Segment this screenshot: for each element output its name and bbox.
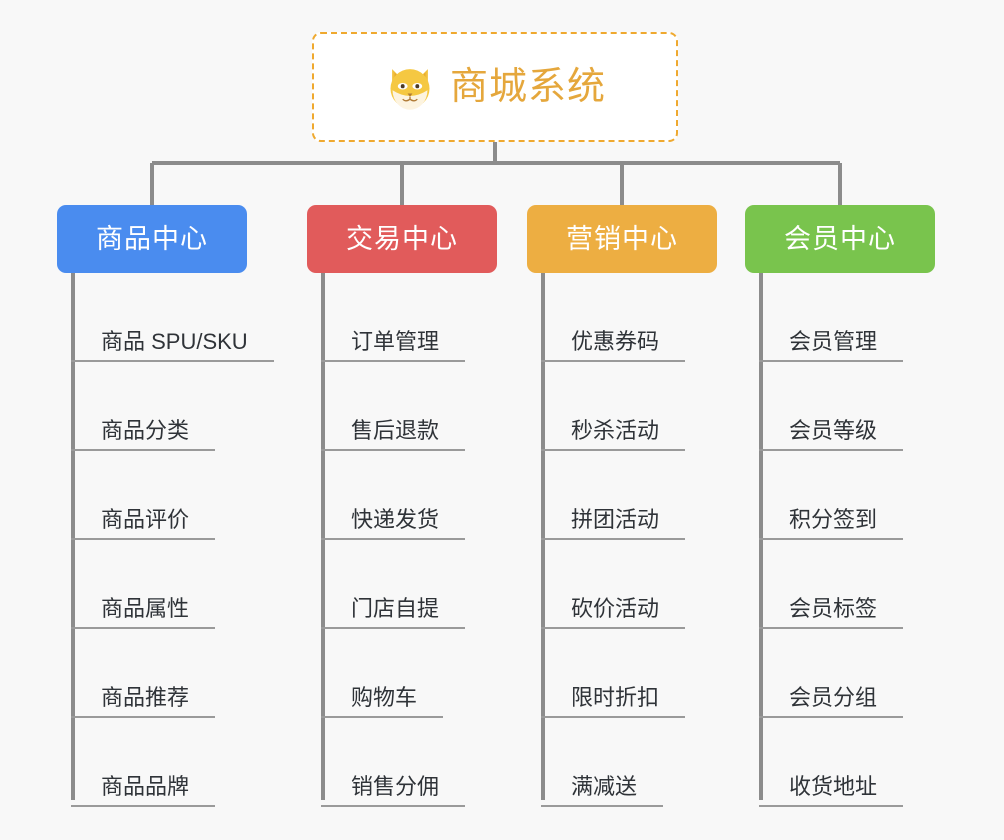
leaf-underline: 限时折扣: [541, 684, 686, 718]
leaf-underline: 商品推荐: [71, 684, 216, 718]
leaf-item[interactable]: 订单管理: [321, 273, 466, 362]
leaf-item[interactable]: 商品评价: [71, 451, 274, 540]
leaf-label: 门店自提: [351, 595, 440, 621]
leaf-label: 会员分组: [789, 684, 878, 710]
leaf-item[interactable]: 商品推荐: [71, 629, 274, 718]
leaf-item[interactable]: 会员等级: [759, 362, 904, 451]
category-box-3[interactable]: 营销中心: [527, 205, 717, 273]
shiba-dog-face-icon: [390, 69, 430, 112]
leaf-underline: 收货地址: [759, 773, 904, 807]
root-node[interactable]: 商城系统: [312, 32, 678, 142]
leaf-label: 商品 SPU/SKU: [101, 328, 248, 354]
leaf-underline: 优惠券码: [541, 328, 686, 362]
leaf-item[interactable]: 会员管理: [759, 273, 904, 362]
leaf-underline: 商品品牌: [71, 773, 216, 807]
category-label: 交易中心: [346, 223, 458, 254]
leaf-label: 砍价活动: [571, 595, 660, 621]
leaf-label: 限时折扣: [571, 684, 660, 710]
leaf-item[interactable]: 商品属性: [71, 540, 274, 629]
category-label: 营销中心: [566, 223, 678, 254]
leaf-label: 商品品牌: [101, 773, 190, 799]
leaf-underline: 会员管理: [759, 328, 904, 362]
leaf-label: 满减送: [571, 773, 638, 799]
leaf-underline: 会员分组: [759, 684, 904, 718]
leaf-underline: 拼团活动: [541, 506, 686, 540]
leaf-underline: 门店自提: [321, 595, 466, 629]
leaf-underline: 售后退款: [321, 417, 466, 451]
leaf-label: 售后退款: [351, 417, 440, 443]
leaf-underline: 快递发货: [321, 506, 466, 540]
leaf-underline: 商品评价: [71, 506, 216, 540]
leaf-underline: 订单管理: [321, 328, 466, 362]
leaf-label: 商品推荐: [101, 684, 190, 710]
leaf-label: 秒杀活动: [571, 417, 660, 443]
category-label: 会员中心: [784, 223, 896, 254]
leaf-underline: 销售分佣: [321, 773, 466, 807]
leaf-underline: 秒杀活动: [541, 417, 686, 451]
leaf-underline: 积分签到: [759, 506, 904, 540]
leaf-label: 积分签到: [789, 506, 878, 532]
leaf-label: 商品属性: [101, 595, 190, 621]
category-label: 商品中心: [96, 223, 208, 254]
leaf-item[interactable]: 会员标签: [759, 540, 904, 629]
category-box-4[interactable]: 会员中心: [745, 205, 935, 273]
leaf-label: 优惠券码: [571, 328, 660, 354]
leaf-underline: 商品属性: [71, 595, 216, 629]
leaf-item[interactable]: 购物车: [321, 629, 465, 718]
leaf-list: 会员管理会员等级积分签到会员标签会员分组收货地址: [759, 273, 904, 807]
leaf-underline: 满减送: [541, 773, 664, 807]
leaf-list: 商品 SPU/SKU 商品分类商品评价商品属性商品推荐商品品牌: [71, 273, 274, 807]
leaf-label: 销售分佣: [351, 773, 440, 799]
leaf-underline: 会员标签: [759, 595, 904, 629]
category-box-1[interactable]: 商品中心: [57, 205, 247, 273]
leaf-label: 收货地址: [789, 773, 878, 799]
leaf-item[interactable]: 销售分佣: [321, 718, 466, 807]
leaf-label: 商品评价: [101, 506, 190, 532]
leaf-label: 会员标签: [789, 595, 878, 621]
leaf-item[interactable]: 积分签到: [759, 451, 904, 540]
leaf-list: 优惠券码秒杀活动拼团活动砍价活动限时折扣满减送: [541, 273, 686, 807]
leaf-item[interactable]: 优惠券码: [541, 273, 686, 362]
leaf-label: 会员管理: [789, 328, 878, 354]
leaf-item[interactable]: 售后退款: [321, 362, 466, 451]
leaf-item[interactable]: 满减送: [541, 718, 685, 807]
leaf-item[interactable]: 商品分类: [71, 362, 274, 451]
leaf-label: 订单管理: [351, 328, 440, 354]
leaf-list: 订单管理售后退款快递发货门店自提购物车销售分佣: [321, 273, 466, 807]
leaf-label: 商品分类: [101, 417, 190, 443]
leaf-underline: 商品 SPU/SKU: [71, 329, 274, 362]
leaf-label: 会员等级: [789, 417, 878, 443]
leaf-item[interactable]: 门店自提: [321, 540, 466, 629]
leaf-item[interactable]: 收货地址: [759, 718, 904, 807]
leaf-item[interactable]: 快递发货: [321, 451, 466, 540]
leaf-item[interactable]: 砍价活动: [541, 540, 686, 629]
leaf-label: 快递发货: [351, 506, 440, 532]
leaf-item[interactable]: 商品 SPU/SKU: [71, 273, 274, 362]
leaf-underline: 购物车: [321, 684, 444, 718]
root-title: 商城系统: [449, 66, 606, 108]
leaf-underline: 砍价活动: [541, 595, 686, 629]
leaf-item[interactable]: 拼团活动: [541, 451, 686, 540]
leaf-item[interactable]: 秒杀活动: [541, 362, 686, 451]
leaf-item[interactable]: 会员分组: [759, 629, 904, 718]
category-box-2[interactable]: 交易中心: [307, 205, 497, 273]
leaf-item[interactable]: 限时折扣: [541, 629, 686, 718]
leaf-label: 拼团活动: [571, 506, 660, 532]
leaf-item[interactable]: 商品品牌: [71, 718, 274, 807]
leaf-underline: 商品分类: [71, 417, 216, 451]
leaf-label: 购物车: [351, 684, 418, 710]
leaf-underline: 会员等级: [759, 417, 904, 451]
